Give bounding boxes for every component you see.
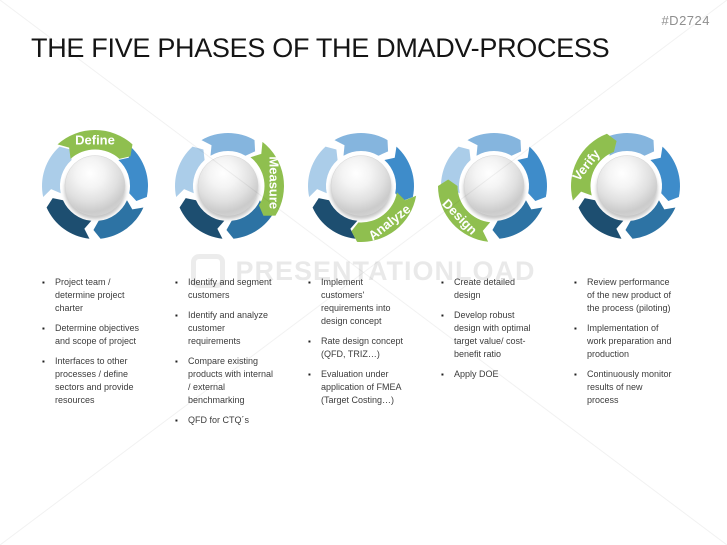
bullet-square-icon: ▪ (175, 311, 178, 320)
page-title: THE FIVE PHASES OF THE DMADV-PROCESS (31, 33, 610, 63)
phase-diagram-measure: Measure (175, 132, 285, 239)
ring-segment (93, 200, 144, 239)
bullet-square-icon: ▪ (574, 324, 577, 333)
phase-bullet-text: Interfaces to other processes / define s… (55, 356, 134, 405)
ring-segment (118, 146, 148, 202)
phase-diagram-analyze: Analyze (308, 132, 417, 243)
ring-segment (312, 198, 358, 239)
bullet-square-icon: ▪ (441, 278, 444, 287)
sphere-icon (64, 155, 126, 216)
bullet-square-icon: ▪ (175, 357, 178, 366)
phase-bullet-text: Rate design concept (QFD, TRIZ…) (321, 336, 404, 359)
phase-bullet-text: Create detailed design (454, 277, 516, 300)
bullet-square-icon: ▪ (42, 324, 45, 333)
bullet-square-icon: ▪ (175, 278, 178, 287)
phase-bullets-verify: ▪ Review performance of the new product o… (574, 276, 680, 414)
phase-bullet-text: Evaluation under application of FMEA (Ta… (321, 369, 402, 405)
phase-bullet-item: ▪ Evaluation under application of FMEA (T… (308, 368, 414, 407)
phase-bullet-item: ▪ Compare existing products with internal… (175, 355, 281, 407)
ring-segment (175, 146, 205, 198)
phase-bullet-text: Implementation of work preparation and p… (587, 323, 672, 359)
bullet-square-icon: ▪ (441, 311, 444, 320)
phase-band (57, 129, 133, 159)
phase-bullet-text: QFD for CTQ´s (188, 415, 249, 425)
phase-band-label: Measure (266, 156, 281, 209)
sphere-icon (197, 155, 259, 216)
ring-segment (517, 146, 547, 202)
phase-band (438, 179, 491, 242)
bullet-square-icon: ▪ (308, 278, 311, 287)
ring-segment (201, 132, 256, 156)
phase-bullet-text: Apply DOE (454, 369, 499, 379)
sphere-icon (330, 155, 392, 216)
ring-segment (492, 200, 543, 239)
ring-segment (46, 198, 92, 239)
phase-bullet-item: ▪ Implement customers' requirements into … (308, 276, 414, 328)
phase-bullet-text: Compare existing products with internal … (188, 356, 274, 405)
phase-bullets-design: ▪ Create detailed design ▪ Develop robust d… (441, 276, 547, 388)
phase-bullet-item: ▪ Develop robust design with optimal targ… (441, 309, 547, 361)
phase-diagram-verify: Verify (569, 132, 680, 239)
phase-bullet-item: ▪ Implementation of work preparation and … (574, 322, 680, 361)
ring-segment (578, 198, 624, 239)
bullet-square-icon: ▪ (574, 278, 577, 287)
sphere-icon (596, 155, 658, 216)
phase-band (250, 141, 285, 216)
slide-id-tag: #D2724 (661, 13, 710, 28)
ring-segment (467, 132, 522, 156)
phase-bullet-text: Continuously monitor results of new proc… (587, 369, 672, 405)
phase-diagram-design: Design (438, 132, 547, 242)
bullet-square-icon: ▪ (42, 357, 45, 366)
phase-bullet-text: Identify and segment customers (188, 277, 272, 300)
ring-segment (384, 146, 414, 202)
phase-bullet-item: ▪ QFD for CTQ´s (175, 414, 281, 427)
phase-band-label: Define (75, 133, 115, 148)
phase-bullet-text: Develop robust design with optimal targe… (454, 310, 531, 359)
bullet-square-icon: ▪ (574, 370, 577, 379)
phase-bullet-item: ▪ Review performance of the new product o… (574, 276, 680, 315)
bullet-square-icon: ▪ (441, 370, 444, 379)
phase-bullet-item: ▪ Apply DOE (441, 368, 547, 381)
phase-bullet-item: ▪ Project team / determine project charte… (42, 276, 148, 315)
phase-bullet-item: ▪ Rate design concept (QFD, TRIZ…) (308, 335, 414, 361)
phase-bullet-text: Identify and analyze customer requiremen… (188, 310, 269, 346)
ring-segment (179, 198, 225, 239)
phase-bullet-item: ▪ Create detailed design (441, 276, 547, 302)
phase-bullet-item: ▪ Determine objectives and scope of proje… (42, 322, 148, 348)
bullet-square-icon: ▪ (175, 416, 178, 425)
phase-bullets-analyze: ▪ Implement customers' requirements into … (308, 276, 414, 414)
phase-bullet-item: ▪ Identify and analyze customer requireme… (175, 309, 281, 348)
phase-diagram-define: Define (42, 129, 148, 239)
phase-bullet-item: ▪ Continuously monitor results of new pro… (574, 368, 680, 407)
ring-segment (42, 146, 72, 198)
phase-bullet-text: Determine objectives and scope of projec… (55, 323, 140, 346)
phase-bullet-text: Project team / determine project charter (55, 277, 125, 313)
phase-bullet-text: Implement customers' requirements into d… (321, 277, 391, 326)
phase-bullets-measure: ▪ Identify and segment customers ▪ Identify… (175, 276, 281, 434)
phase-band (571, 133, 617, 201)
phase-bullets-define: ▪ Project team / determine project charte… (42, 276, 148, 414)
bullet-square-icon: ▪ (308, 337, 311, 346)
phase-band (351, 192, 417, 242)
bullet-square-icon: ▪ (42, 278, 45, 287)
ring-segment (334, 132, 389, 156)
phase-bullet-item: ▪ Identify and segment customers (175, 276, 281, 302)
sphere-icon (463, 155, 525, 216)
phase-bullet-text: Review performance of the new product of… (587, 277, 672, 313)
ring-segment (650, 146, 680, 202)
phase-bullet-item: ▪ Interfaces to other processes / define … (42, 355, 148, 407)
bullet-square-icon: ▪ (308, 370, 311, 379)
ring-segment (308, 146, 338, 198)
ring-segment (625, 200, 676, 239)
